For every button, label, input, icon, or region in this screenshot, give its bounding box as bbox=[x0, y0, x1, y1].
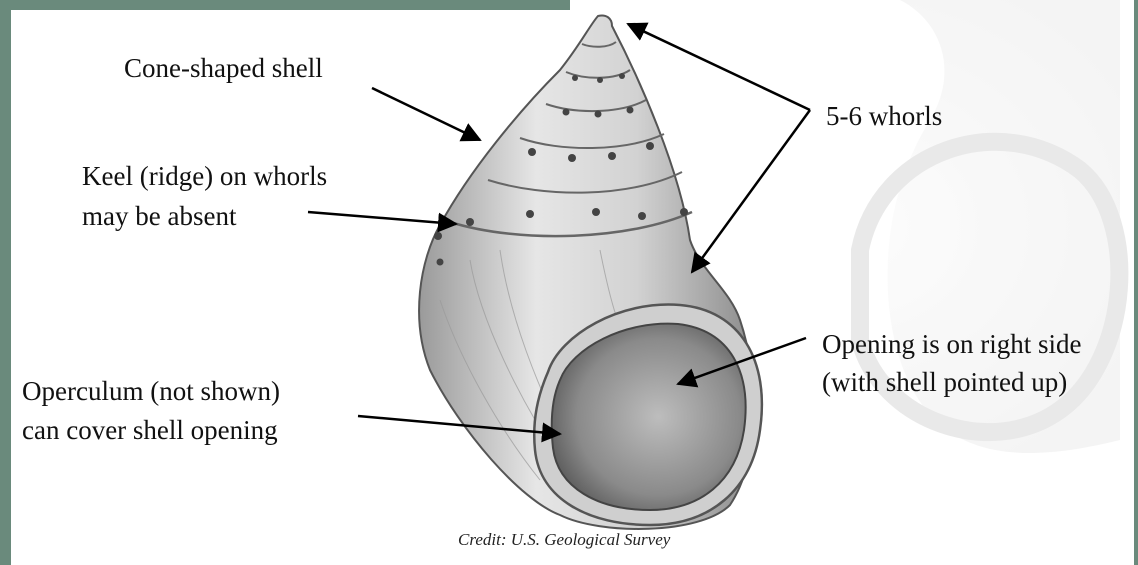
arrow-whorls-top bbox=[628, 24, 810, 110]
label-opening-line1: Opening is on right side bbox=[822, 328, 1081, 361]
arrow-keel bbox=[308, 212, 456, 224]
label-operculum-line2: can cover shell opening bbox=[22, 414, 278, 447]
arrow-whorls-bottom bbox=[692, 110, 810, 272]
label-whorls: 5-6 whorls bbox=[826, 100, 942, 133]
label-keel-line1: Keel (ridge) on whorls bbox=[82, 160, 327, 193]
image-credit: Credit: U.S. Geological Survey bbox=[458, 530, 670, 550]
arrow-cone-shaped-shell bbox=[372, 88, 480, 140]
label-keel-line2: may be absent bbox=[82, 200, 236, 233]
snail-shell-illustration bbox=[419, 15, 762, 528]
label-cone-shaped-shell: Cone-shaped shell bbox=[124, 52, 323, 85]
label-operculum-line1: Operculum (not shown) bbox=[22, 375, 280, 408]
label-opening-line2: (with shell pointed up) bbox=[822, 366, 1067, 399]
